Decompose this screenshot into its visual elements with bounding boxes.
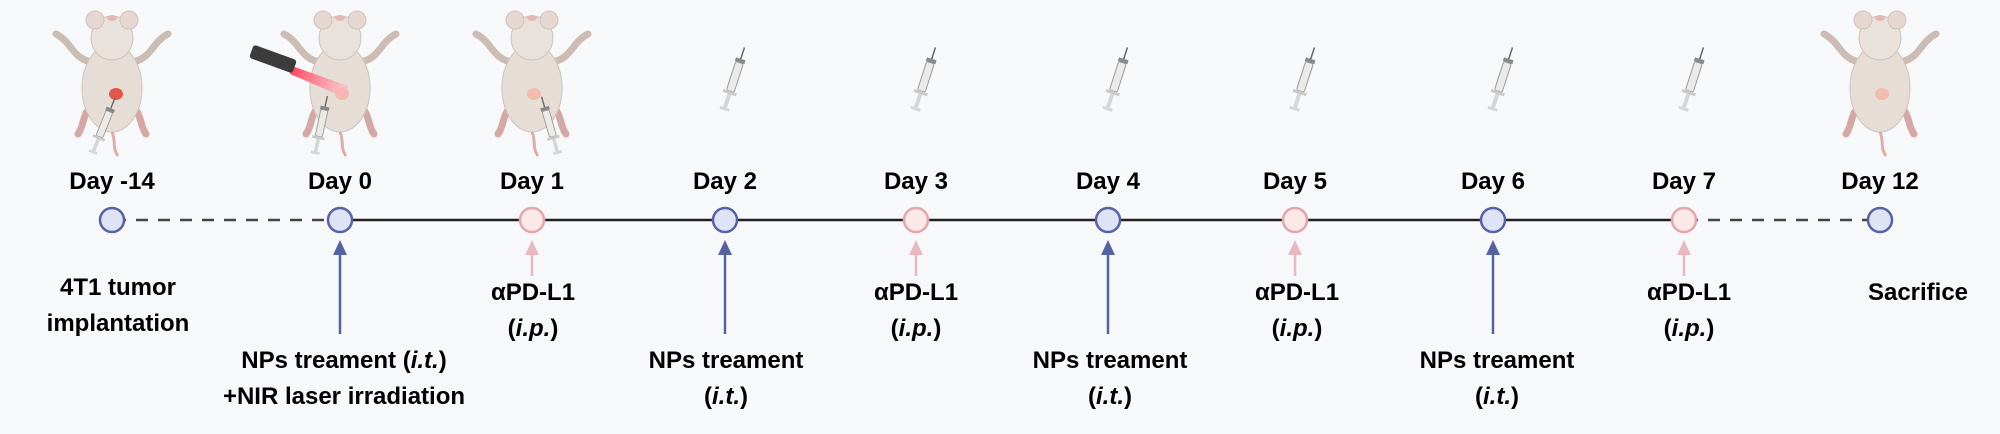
implantation-line1: 4T1 tumor	[59, 274, 177, 301]
timeline-node-0	[98, 206, 126, 234]
syringe-icon-3	[716, 44, 752, 114]
pdl1-arrow-6	[1288, 240, 1302, 276]
np-arrow-7	[1486, 240, 1500, 334]
pdl1-name: αPD-L1	[490, 279, 576, 306]
day0-line1-close: )	[438, 347, 447, 374]
pdl1-label-day5: αPD-L1 (i.p.)	[1255, 275, 1339, 347]
pdl1-label-day7: αPD-L1 (i.p.)	[1647, 275, 1731, 347]
mouse-icon-9	[1824, 11, 1936, 156]
np-route-it: i.t.	[711, 383, 740, 410]
np-arrow-1	[333, 240, 347, 334]
day-label-5: Day 5	[1262, 168, 1328, 195]
mouse-injection-icon-2	[476, 11, 588, 156]
pdl1-open: (	[890, 315, 899, 342]
np-name: NPs treament	[648, 347, 804, 374]
sacrifice-label: Sacrifice	[1867, 279, 1969, 306]
np-name: NPs treament	[1419, 347, 1575, 374]
icons-layer	[56, 11, 1936, 156]
day-label-1: Day 1	[499, 168, 565, 195]
np-label-day6: NPs treament (i.t.)	[1420, 343, 1575, 415]
pdl1-name: αPD-L1	[1254, 279, 1340, 306]
pdl1-route-ip: i.p.	[515, 315, 551, 342]
mouse-injection-icon-0	[56, 11, 168, 156]
np-open: (	[1087, 383, 1096, 410]
pdl1-label-day3: αPD-L1 (i.p.)	[874, 275, 958, 347]
pdl1-open: (	[1663, 315, 1672, 342]
day0-treatment-label: NPs treament (i.t.) +NIR laser irradiati…	[223, 343, 465, 415]
pdl1-close: )	[933, 315, 942, 342]
np-open: (	[1474, 383, 1483, 410]
day-label-0: Day 0	[307, 168, 373, 195]
nodes-layer	[98, 206, 1894, 234]
arrows-layer	[333, 240, 1691, 334]
pdl1-arrow-4	[909, 240, 923, 276]
day-label-3: Day 3	[883, 168, 949, 195]
np-close: )	[1123, 383, 1132, 410]
timeline-node-2	[518, 206, 546, 234]
timeline-node-8	[1670, 206, 1698, 234]
timeline-node-1	[326, 206, 354, 234]
np-label-day2: NPs treament (i.t.)	[649, 343, 804, 415]
pdl1-close: )	[1706, 315, 1715, 342]
timeline-node-4	[902, 206, 930, 234]
pdl1-route-ip: i.p.	[1671, 315, 1707, 342]
day0-route-it: i.t.	[410, 347, 439, 374]
timeline-node-9	[1866, 206, 1894, 234]
pdl1-label-day1: αPD-L1 (i.p.)	[491, 275, 575, 347]
day-label-2: Day 2	[692, 168, 758, 195]
pdl1-open: (	[1271, 315, 1280, 342]
pdl1-arrow-2	[525, 240, 539, 276]
timeline-node-5	[1094, 206, 1122, 234]
np-route-it: i.t.	[1482, 383, 1511, 410]
day-label-7: Day 7	[1651, 168, 1717, 195]
np-arrow-5	[1101, 240, 1115, 334]
syringe-icon-5	[1099, 44, 1135, 114]
day-label-4: Day 4	[1075, 168, 1141, 195]
np-route-it: i.t.	[1095, 383, 1124, 410]
day-label-6: Day 6	[1460, 168, 1526, 195]
pdl1-route-ip: i.p.	[898, 315, 934, 342]
mouse-laser-icon-1	[249, 11, 396, 156]
np-label-day4: NPs treament (i.t.)	[1033, 343, 1188, 415]
day0-line1-text: NPs treament (	[241, 347, 411, 374]
pdl1-name: αPD-L1	[1646, 279, 1732, 306]
implantation-line2: implantation	[46, 310, 190, 337]
syringe-icon-4	[907, 44, 943, 114]
pdl1-arrow-8	[1677, 240, 1691, 276]
pdl1-route-ip: i.p.	[1279, 315, 1315, 342]
syringe-icon-7	[1484, 44, 1520, 114]
pdl1-open: (	[507, 315, 516, 342]
timeline-node-3	[711, 206, 739, 234]
day-label-minus14: Day -14	[69, 168, 155, 195]
timeline-node-7	[1479, 206, 1507, 234]
pdl1-close: )	[550, 315, 559, 342]
timeline-node-6	[1281, 206, 1309, 234]
np-name: NPs treament	[1032, 347, 1188, 374]
pdl1-close: )	[1314, 315, 1323, 342]
pdl1-name: αPD-L1	[873, 279, 959, 306]
np-close: )	[1510, 383, 1519, 410]
implantation-label: 4T1 tumor implantation	[47, 270, 190, 342]
np-arrow-3	[718, 240, 732, 334]
day0-line2-text: +NIR laser irradiation	[222, 383, 466, 410]
np-open: (	[703, 383, 712, 410]
syringe-icon-6	[1286, 44, 1322, 114]
day-label-12: Day 12	[1841, 168, 1919, 195]
syringe-icon-8	[1675, 44, 1711, 114]
np-close: )	[739, 383, 748, 410]
